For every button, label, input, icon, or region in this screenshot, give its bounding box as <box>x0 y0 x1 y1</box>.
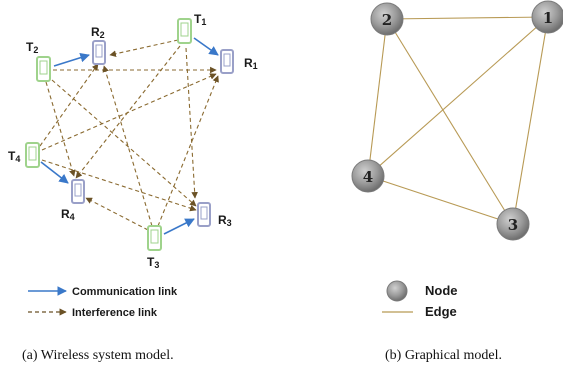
edges <box>367 16 549 225</box>
label-t1: T1 <box>194 12 206 27</box>
interference-t2-r3 <box>51 79 197 207</box>
node-3-label: 3 <box>508 216 518 234</box>
edge-1-3 <box>512 16 549 225</box>
interference-t4-r3 <box>41 159 197 212</box>
receiver-r1-icon <box>220 49 234 74</box>
edge-2-3 <box>386 18 514 225</box>
edge-2-1 <box>386 16 549 20</box>
interference-t4-r1 <box>41 73 217 151</box>
label-t3: T3 <box>147 255 159 270</box>
label-r1: R1 <box>244 56 258 71</box>
receiver-r3-icon <box>197 202 211 227</box>
label-t4: T4 <box>8 149 20 164</box>
interference-t1-r2 <box>109 39 179 57</box>
panel-a-wireless-model: T1 T2 T4 T3 R1 R2 R4 R3 Communication li… <box>8 12 258 363</box>
communication-t1-r1 <box>193 37 219 56</box>
receiver-screens <box>74 44 231 220</box>
panel-b-graphical-model: 2 1 4 3 Node Edge (b) Graphical model. <box>351 0 563 363</box>
edge-4-3 <box>367 175 514 225</box>
label-r3: R3 <box>218 213 232 228</box>
receivers <box>71 40 234 227</box>
legend-b: Node Edge <box>382 280 458 319</box>
interference-t4-r2 <box>39 63 99 147</box>
nodes: 2 1 4 3 <box>351 0 563 241</box>
label-r4: R4 <box>61 207 75 222</box>
legend-interference-label: Interference link <box>72 307 158 319</box>
interference-t2-r4 <box>45 81 76 177</box>
receiver-r4-icon <box>71 179 85 204</box>
legend-edge-label: Edge <box>425 304 457 319</box>
interference-links <box>39 39 219 231</box>
node-1-label: 1 <box>543 9 553 27</box>
node-4-label: 4 <box>363 168 373 186</box>
communication-links <box>40 37 219 235</box>
edge-2-4 <box>367 18 388 177</box>
communication-t4-r4 <box>40 161 69 184</box>
node-2-label: 2 <box>382 11 392 29</box>
transmitters <box>25 18 192 251</box>
legend-node-label: Node <box>425 283 458 298</box>
label-r2: R2 <box>91 25 105 40</box>
node-3: 3 <box>496 207 530 241</box>
node-4: 4 <box>351 159 385 193</box>
legend-a: Communication link Interference link <box>28 286 178 319</box>
communication-t2-r2 <box>53 53 90 67</box>
legend-node-swatch <box>386 280 408 302</box>
node-1: 1 <box>531 0 563 34</box>
interference-t3-r1 <box>157 75 219 227</box>
caption-a: (a) Wireless system model. <box>22 348 174 363</box>
receiver-r2-icon <box>92 40 106 65</box>
edge-1-4 <box>367 16 549 177</box>
legend-communication-label: Communication link <box>72 286 178 298</box>
node-2: 2 <box>370 2 404 36</box>
communication-t3-r3 <box>163 218 195 235</box>
caption-b: (b) Graphical model. <box>385 348 502 363</box>
label-t2: T2 <box>26 40 38 55</box>
transmitter-screens <box>28 22 189 244</box>
interference-t3-r4 <box>85 197 149 231</box>
